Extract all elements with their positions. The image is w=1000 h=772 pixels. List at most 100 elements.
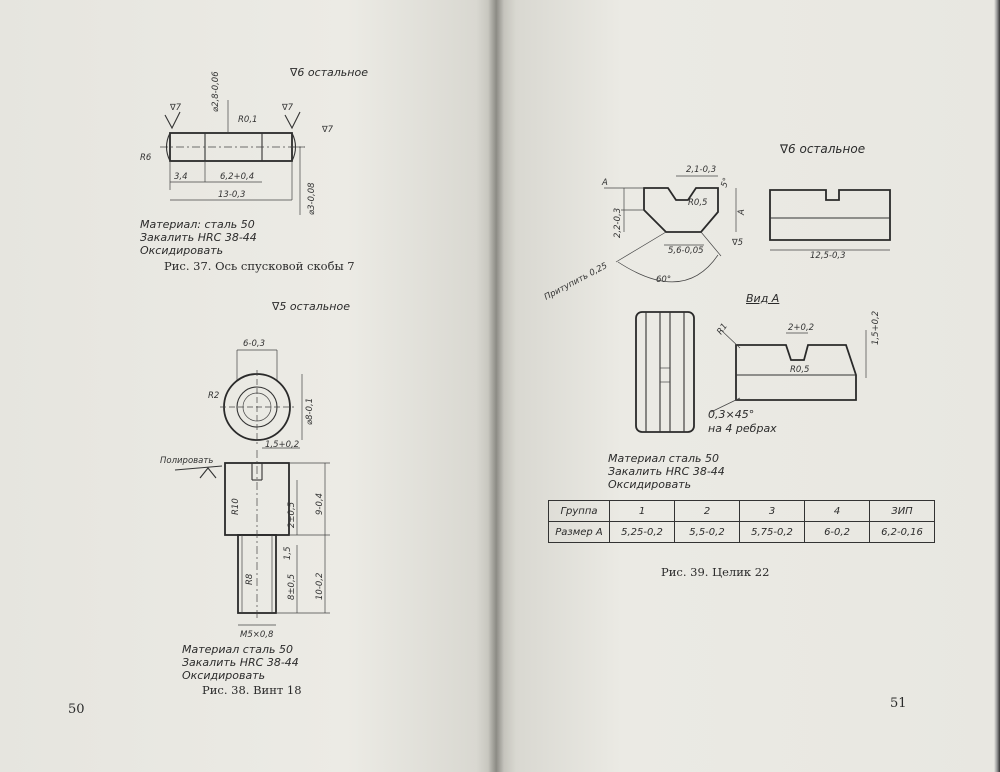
fig38-harden: Закалить HRC 38-44 bbox=[182, 656, 299, 669]
fig38-h4-label: 8±0,5 bbox=[287, 574, 297, 600]
group-size-table: Группа 1 2 3 4 ЗИП Размер А 5,25-0,2 5,5… bbox=[548, 500, 935, 543]
table-header-cell: 2 bbox=[674, 500, 740, 522]
fig39-r1-label: R1 bbox=[715, 322, 730, 337]
fig37-rough-left bbox=[164, 111, 181, 130]
table-cell: 6,2-0,16 bbox=[869, 521, 935, 543]
left-page: ⌀2,8-0,06 R0,1 R6 3,4 6,2+0,4 13-0,3 ⌀3-… bbox=[0, 0, 496, 772]
fig39-chamfer: 0,3×45° bbox=[708, 408, 755, 421]
left-page-drawings: ⌀2,8-0,06 R0,1 R6 3,4 6,2+0,4 13-0,3 ⌀3-… bbox=[140, 71, 334, 640]
fig39-h15-label: 1,5+0,2 bbox=[871, 311, 881, 345]
fig37-d2-label: ⌀3-0,08 bbox=[307, 182, 317, 215]
table-cell: 5,75-0,2 bbox=[739, 521, 805, 543]
fig39-view-label: Вид А bbox=[746, 292, 780, 305]
table-header-cell: ЗИП bbox=[869, 500, 935, 522]
fig37-rough3: ∇7 bbox=[321, 125, 334, 135]
fig38-roughness-note: ∇5 остальное bbox=[272, 300, 350, 313]
table-row-label: Размер А bbox=[548, 521, 610, 543]
table-header-cell: 4 bbox=[804, 500, 870, 522]
fig39-w2-label: 2+0,2 bbox=[788, 323, 814, 333]
table-header-cell: Группа bbox=[548, 500, 610, 522]
table-header-cell: 3 bbox=[739, 500, 805, 522]
fig37-l3-label: 13-0,3 bbox=[218, 190, 245, 200]
fig38-r2-label: R2 bbox=[208, 391, 219, 401]
fig37-rough2: ∇7 bbox=[281, 103, 294, 113]
fig38-thread-label: M5×0,8 bbox=[240, 630, 274, 640]
fig37-left-radius bbox=[165, 132, 171, 162]
fig38-h2-label: 9-0,4 bbox=[315, 493, 325, 515]
fig37-r1-label: R0,1 bbox=[238, 115, 257, 125]
fig37-r6-label: R6 bbox=[140, 153, 152, 163]
fig37-rough1: ∇7 bbox=[169, 103, 182, 113]
table-cell: 6-0,2 bbox=[804, 521, 870, 543]
fig37-l2-label: 6,2+0,4 bbox=[220, 172, 254, 182]
fig38-h5-label: 10-0,2 bbox=[315, 573, 325, 600]
fig37-caption: Рис. 37. Ось спусковой скобы 7 bbox=[164, 259, 355, 273]
fig39-ang5-label: 5° bbox=[719, 177, 732, 190]
fig39-w125-label: 12,5-0,3 bbox=[810, 251, 846, 261]
fig37-drawing: ⌀2,8-0,06 R0,1 R6 3,4 6,2+0,4 13-0,3 ⌀3-… bbox=[140, 71, 334, 215]
fig39-front-view bbox=[604, 175, 737, 283]
fig38-h3-label: 1,5 bbox=[283, 546, 293, 560]
table-cell: 5,25-0,2 bbox=[609, 521, 675, 543]
right-page: A 2,1-0,3 5° R0,5 2,2-0,3 5,6-0,05 A ∇5 … bbox=[496, 0, 1000, 772]
fig37-material: Материал: сталь 50 bbox=[140, 218, 255, 231]
fig39-view-a bbox=[635, 311, 695, 433]
fig38-w-label: 6-0,3 bbox=[243, 339, 265, 349]
fig37-l1-label: 3,4 bbox=[174, 172, 188, 182]
fig39-blunt-label: Притупить 0,25 bbox=[543, 261, 609, 303]
fig37-roughness-note: ∇6 остальное bbox=[290, 66, 368, 79]
fig39-harden: Закалить HRC 38-44 bbox=[608, 465, 725, 478]
fig39-60-l bbox=[615, 231, 667, 263]
fig38-slot-label: 1,5+0,2 bbox=[265, 440, 299, 450]
book-edge-right bbox=[994, 0, 1000, 772]
fig39-h22-label: 2,2-0,3 bbox=[613, 208, 623, 238]
fig38-material: Материал сталь 50 bbox=[182, 643, 294, 656]
table-header-row: Группа 1 2 3 4 ЗИП bbox=[548, 500, 935, 522]
fig37-oxidize: Оксидировать bbox=[140, 244, 224, 257]
fig39-chamfer-leader bbox=[710, 397, 741, 413]
fig39-r05b-label: R0,5 bbox=[790, 365, 809, 375]
fig38-r10-label: R10 bbox=[231, 498, 241, 515]
fig39-r1-leader bbox=[720, 329, 741, 349]
fig39-rough5-label: ∇5 bbox=[731, 238, 743, 248]
table-header-cell: 1 bbox=[609, 500, 675, 522]
fig37-d1-label: ⌀2,8-0,06 bbox=[211, 71, 221, 112]
fig39-w1-label: 2,1-0,3 bbox=[686, 165, 716, 175]
fig38-d8-label: ⌀8-0,1 bbox=[305, 398, 315, 425]
fig38-drawing: 6-0,3 R2 ⌀8-0,1 1,5+0,2 R10 2±0,5 9-0,4 … bbox=[160, 339, 330, 640]
fig39-caption: Рис. 39. Целик 22 bbox=[661, 565, 770, 579]
fig38-r8-label: R8 bbox=[245, 573, 255, 585]
fig38-polish-leader bbox=[174, 465, 223, 471]
fig39-ribs: на 4 ребрах bbox=[708, 422, 777, 435]
fig39-material: Материал сталь 50 bbox=[608, 452, 720, 465]
fig39-side-view bbox=[769, 189, 891, 251]
fig39-oxidize: Оксидировать bbox=[608, 478, 692, 491]
table-cell: 5,5-0,2 bbox=[674, 521, 740, 543]
page-number-right: 51 bbox=[890, 696, 907, 711]
fig39-r05-label: R0,5 bbox=[688, 198, 707, 208]
fig38-oxidize: Оксидировать bbox=[182, 669, 266, 682]
book-gutter bbox=[488, 0, 504, 772]
fig39-viewa-rect bbox=[635, 311, 695, 433]
fig38-polish-label: Полировать bbox=[160, 456, 213, 466]
fig38-caption: Рис. 38. Винт 18 bbox=[202, 683, 302, 697]
fig39-roughness-note: ∇6 остальное bbox=[780, 142, 866, 156]
fig39-side-outline bbox=[769, 189, 891, 241]
fig39-ang60-label: 60° bbox=[656, 275, 671, 285]
fig39-a2-label: A bbox=[737, 209, 747, 216]
fig39-a-label: A bbox=[601, 178, 608, 188]
right-page-drawings: A 2,1-0,3 5° R0,5 2,2-0,3 5,6-0,05 A ∇5 … bbox=[543, 165, 891, 433]
table-row: Размер А 5,25-0,2 5,5-0,2 5,75-0,2 6-0,2… bbox=[548, 521, 935, 543]
page-number-left: 50 bbox=[68, 702, 85, 717]
fig39-60-arc bbox=[617, 254, 719, 283]
fig39-iso-outline bbox=[735, 344, 857, 401]
fig38-polish-mark bbox=[199, 467, 217, 479]
fig39-iso-view bbox=[710, 329, 867, 413]
fig39-60-r bbox=[700, 231, 722, 257]
fig39-w56-label: 5,6-0,05 bbox=[668, 246, 704, 256]
fig38-h1-label: 2±0,5 bbox=[287, 502, 297, 528]
fig37-rough-right bbox=[284, 111, 301, 130]
fig37-harden: Закалить HRC 38-44 bbox=[140, 231, 257, 244]
fig39-front-outline bbox=[643, 187, 719, 233]
